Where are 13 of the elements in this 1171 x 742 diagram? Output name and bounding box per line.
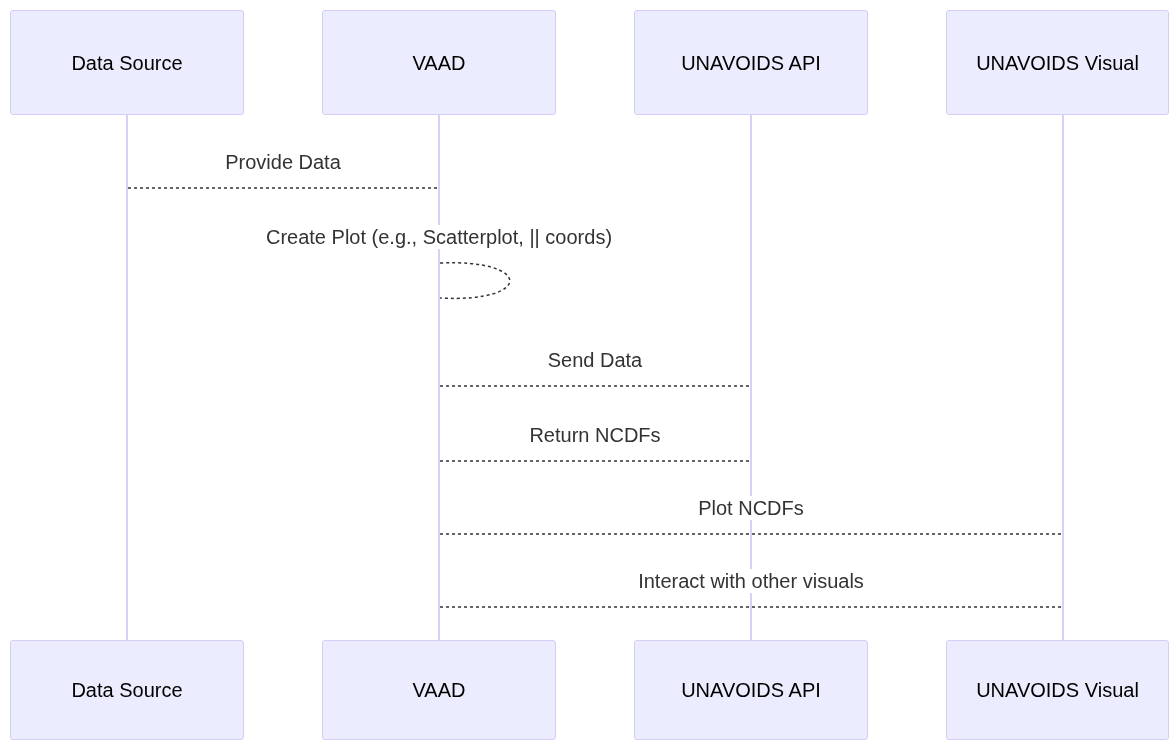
participant-box: Data Source [10, 640, 244, 740]
participant-box: UNAVOIDS API [634, 640, 868, 740]
participant-box: UNAVOIDS API [634, 10, 868, 115]
participant-box: VAAD [322, 10, 556, 115]
participant-box: Data Source [10, 10, 244, 115]
lifeline [750, 115, 752, 640]
participant-box: UNAVOIDS Visual [946, 640, 1169, 740]
lifeline [438, 115, 440, 640]
lifeline [1062, 115, 1064, 640]
lifeline [126, 115, 128, 640]
participant-box: VAAD [322, 640, 556, 740]
edge-label: Plot NCDFs [696, 496, 806, 520]
participant-box: UNAVOIDS Visual [946, 10, 1169, 115]
